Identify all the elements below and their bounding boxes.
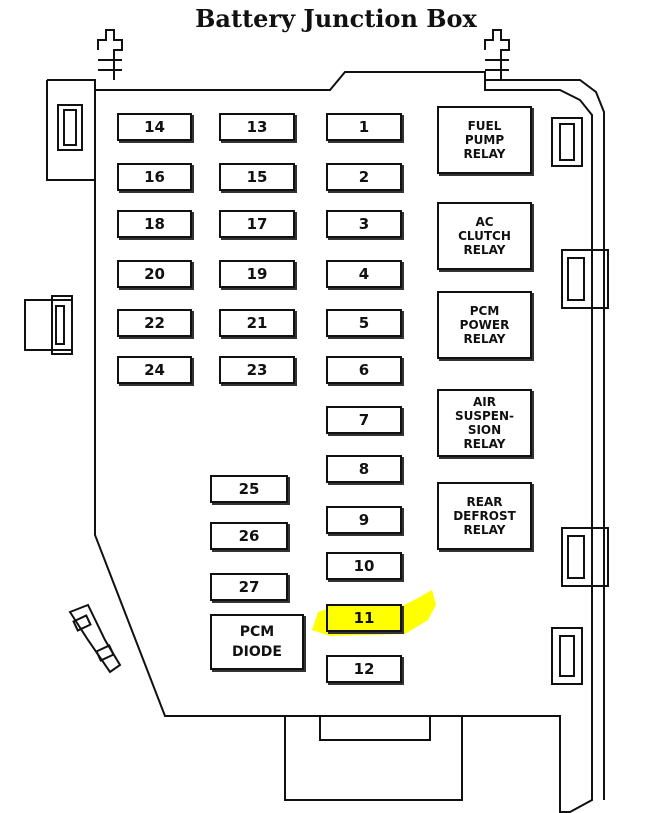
bottom-connector [284, 716, 463, 801]
fuse-14: 14 [117, 113, 192, 141]
fuse-8: 8 [326, 455, 402, 483]
fuse-17: 17 [219, 210, 295, 238]
fuse-13: 13 [219, 113, 295, 141]
fuse-15: 15 [219, 163, 295, 191]
right-middle-clip [561, 249, 609, 309]
relay-ac-clutch: AC CLUTCH RELAY [437, 202, 532, 270]
fuse-12: 12 [326, 655, 402, 683]
fuse-10: 10 [326, 552, 402, 580]
fuse-7: 7 [326, 406, 402, 434]
pcm-diode-line2: DIODE [232, 644, 282, 660]
fuse-11-highlighted: 11 [326, 604, 402, 632]
fuse-26: 26 [210, 522, 288, 550]
fuse-27: 27 [210, 573, 288, 601]
fuse-6: 6 [326, 356, 402, 384]
pcm-diode: PCM DIODE [210, 614, 304, 670]
fuse-22: 22 [117, 309, 192, 337]
fuse-16: 16 [117, 163, 192, 191]
fuse-24: 24 [117, 356, 192, 384]
fuse-1: 1 [326, 113, 402, 141]
bottom-left-latch [68, 603, 122, 674]
relay-air-suspension: AIR SUSPEN- SION RELAY [437, 389, 532, 457]
fuse-19: 19 [219, 260, 295, 288]
fuse-23: 23 [219, 356, 295, 384]
right-bottom-clip [551, 627, 583, 685]
fuse-25: 25 [210, 475, 288, 503]
relay-fuel-pump: FUEL PUMP RELAY [437, 106, 532, 174]
right-upper-clip [551, 117, 583, 167]
top-left-plug [97, 29, 123, 80]
fuse-2: 2 [326, 163, 402, 191]
fuse-20: 20 [117, 260, 192, 288]
top-right-plug [484, 29, 510, 80]
housing-body [94, 71, 593, 813]
relay-rear-defrost: REAR DEFROST RELAY [437, 482, 532, 550]
relay-pcm-power: PCM POWER RELAY [437, 291, 532, 359]
fuse-18: 18 [117, 210, 192, 238]
fuse-9: 9 [326, 506, 402, 534]
fuse-21: 21 [219, 309, 295, 337]
left-upper-clip [57, 104, 83, 151]
fuse-5: 5 [326, 309, 402, 337]
pcm-diode-line1: PCM [239, 624, 275, 640]
fuse-4: 4 [326, 260, 402, 288]
right-lower-clip [561, 527, 609, 587]
fuse-3: 3 [326, 210, 402, 238]
diagram-title: Battery Junction Box [195, 4, 477, 33]
